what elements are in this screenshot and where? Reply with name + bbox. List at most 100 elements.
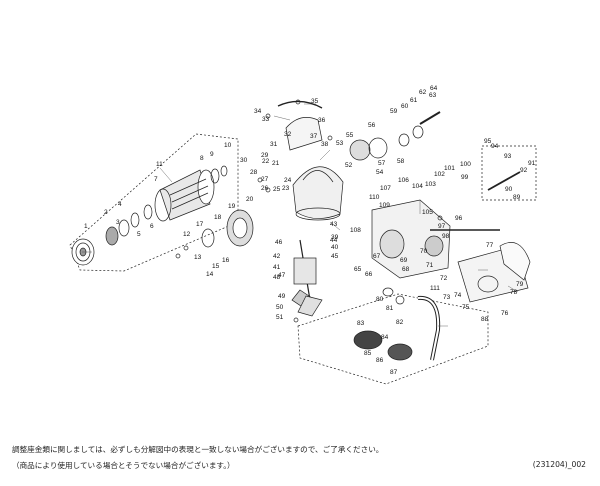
part-number-label: 37	[310, 133, 318, 140]
part-number-label: 103	[425, 181, 436, 188]
part-number-label: 46	[275, 239, 283, 246]
part-number-label: 5	[137, 231, 141, 238]
part-number-label: 2	[104, 209, 108, 216]
part-number-label: 51	[276, 314, 284, 321]
part-number-label: 8	[200, 155, 204, 162]
screw-drawing	[265, 187, 271, 193]
part-number-label: 64	[430, 85, 438, 92]
part-number-label: 49	[278, 293, 286, 300]
handle-cap-drawing	[382, 287, 394, 297]
leader-lines	[82, 103, 519, 327]
part-number-labels: 1234567891011121314151617181920212223242…	[84, 85, 536, 376]
spool-drawing	[154, 169, 215, 222]
part-number-label: 10	[224, 142, 232, 149]
part-number-label: 60	[401, 103, 409, 110]
rotor-brake-drawing	[297, 295, 323, 317]
part-number-label: 39	[331, 234, 339, 241]
note-line-2: （商品により使用している場合とそうでない場合がございます。）	[12, 461, 235, 470]
part-number-label: 35	[311, 98, 319, 105]
screw-drawing	[183, 245, 189, 251]
part-number-label: 111	[430, 285, 440, 292]
pinion-drawing	[232, 217, 248, 239]
part-number-label: 43	[330, 221, 338, 228]
part-number-label: 34	[254, 108, 262, 115]
screw-drawing	[295, 99, 301, 105]
part-number-label: 52	[345, 162, 353, 169]
part-number-label: 11	[156, 161, 163, 168]
part-number-label: 74	[454, 292, 462, 299]
part-number-label: 3	[116, 219, 120, 226]
part-number-label: 78	[510, 289, 518, 296]
part-number-label: 4	[118, 201, 122, 208]
part-number-label: 26	[261, 185, 269, 192]
screw-drawing	[265, 113, 271, 119]
part-number-label: 20	[246, 196, 254, 203]
part-number-label: 40	[331, 244, 339, 251]
part-number-label: 57	[378, 160, 386, 167]
part-number-label: 96	[455, 215, 463, 222]
part-number-label: 81	[386, 305, 394, 312]
part-number-label: 33	[262, 116, 270, 123]
part-number-label: 42	[273, 253, 281, 260]
part-number-label: 27	[261, 176, 269, 183]
part-number-label: 31	[270, 141, 278, 148]
part-number-label: 95	[484, 138, 492, 145]
part-number-label: 48	[273, 274, 281, 281]
part-number-label: 75	[462, 304, 470, 311]
part-number-label: 25	[273, 186, 281, 193]
part-number-label: 50	[276, 304, 284, 311]
part-number-label: 77	[486, 242, 494, 249]
diagram-code: (231204)_002	[532, 460, 586, 469]
part-number-label: 13	[194, 254, 202, 261]
spool-collar-drawing	[220, 165, 228, 177]
handle-group-outline	[297, 293, 489, 385]
part-number-label: 86	[376, 357, 384, 364]
drag-washer-drawing	[118, 219, 130, 237]
part-number-label: 45	[331, 253, 339, 260]
pinion-drawing	[201, 228, 215, 248]
drive-gear-drawing	[424, 235, 444, 257]
part-number-label: 61	[410, 97, 418, 104]
part-number-label: 104	[412, 183, 423, 190]
part-number-label: 79	[516, 281, 524, 288]
part-number-label: 100	[460, 161, 471, 168]
part-number-label: 71	[426, 262, 434, 269]
screw-drawing	[327, 135, 333, 141]
bail-arm-drawing	[285, 117, 323, 151]
part-number-label: 9	[210, 151, 214, 158]
part-number-label: 28	[250, 169, 258, 176]
screw-drawing	[293, 317, 299, 323]
part-number-label: 29	[261, 152, 269, 159]
part-number-label: 14	[206, 271, 214, 278]
part-number-label: 109	[379, 202, 390, 209]
part-number-label: 6	[150, 223, 154, 230]
note-line-1: 調整座金類に関しましては、必ずしも分解図中の表現と一致しない場合がございますので…	[12, 445, 384, 454]
part-number-label: 17	[196, 221, 204, 228]
part-number-label: 80	[376, 296, 384, 303]
part-number-label: 83	[357, 320, 365, 327]
spool-collar-drawing	[210, 168, 220, 184]
part-number-label: 21	[272, 160, 280, 167]
part-number-label: 84	[381, 334, 389, 341]
part-number-label: 19	[228, 203, 236, 210]
part-number-label: 85	[364, 350, 372, 357]
part-number-label: 56	[368, 122, 376, 129]
bearing-drawing	[349, 139, 371, 161]
part-number-label: 106	[398, 177, 409, 184]
handle-knob-drawing	[353, 330, 383, 350]
part-number-label: 90	[505, 186, 513, 193]
part-number-label: 107	[380, 185, 391, 192]
part-number-label: 82	[396, 319, 404, 326]
part-number-label: 101	[444, 165, 455, 172]
reel-body-drawing	[371, 199, 500, 279]
handle-cap-drawing	[395, 295, 405, 305]
part-number-label: 12	[183, 231, 191, 238]
drag-washer-drawing	[143, 204, 153, 220]
part-number-label: 67	[373, 253, 381, 260]
part-number-label: 38	[321, 141, 329, 148]
part-number-label: 47	[278, 272, 286, 279]
part-number-label: 87	[390, 369, 398, 376]
part-number-label: 110	[369, 194, 380, 201]
